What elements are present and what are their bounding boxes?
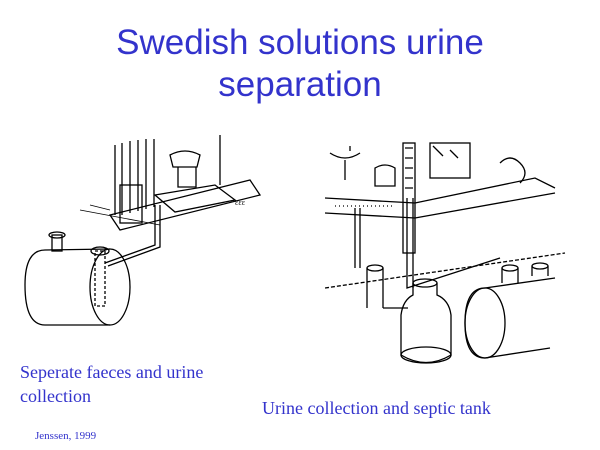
caption-left: Seperate faeces and urine collection	[20, 360, 203, 408]
caption-left-line-2: collection	[20, 386, 91, 406]
illustration-faeces-urine-separation: ɛɛɛ	[24, 135, 262, 326]
credit: Jenssen, 1999	[35, 430, 97, 442]
slide-title: Swedish solutions urine separation	[0, 22, 600, 106]
title-line-1: Swedish solutions urine	[116, 23, 484, 62]
title-line-2: separation	[218, 65, 382, 104]
caption-right: Urine collection and septic tank	[262, 398, 491, 418]
illustration-urine-septic-tank	[325, 142, 566, 364]
caption-left-line-1: Seperate faeces and urine	[20, 362, 204, 382]
svg-text:ɛɛɛ: ɛɛɛ	[235, 198, 246, 207]
